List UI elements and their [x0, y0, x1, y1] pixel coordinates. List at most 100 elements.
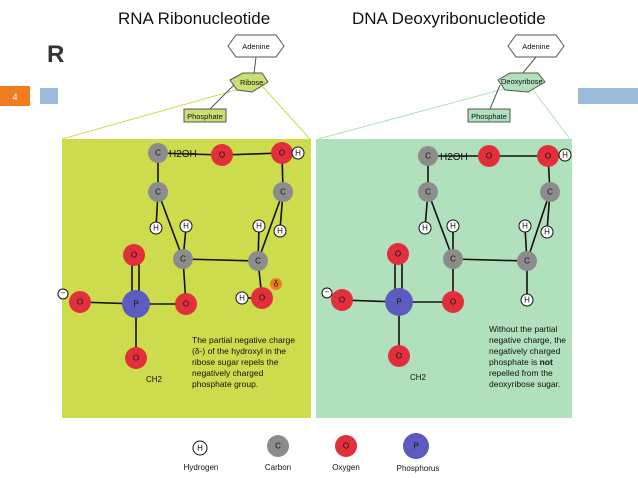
- dna-hydrogen-b: [446, 219, 460, 233]
- dna-note-line-6: deoxyribose sugar.: [489, 379, 560, 389]
- rna-ring-oxygen-label: O: [219, 151, 225, 160]
- rna-delta-charge: [270, 278, 282, 290]
- legend-hydrogen-swatch: [192, 440, 208, 456]
- dna-deoxyribose-sugar: [497, 72, 546, 93]
- rna-note-line-5: phosphate group.: [192, 379, 258, 389]
- rna-hydrogen-oh3: [291, 146, 305, 160]
- rna-phosphate-box: [183, 108, 227, 123]
- dna-hydrogen-b-label: H: [450, 222, 456, 231]
- rna-molecule: C H2OH O O H C C H H H H C C O P O − O O: [57, 142, 305, 384]
- rna-negative-charge-label: −: [61, 289, 66, 298]
- dna-hydrogen-c: [518, 219, 532, 233]
- dna-note-line-2: negative charge, the: [489, 335, 566, 345]
- dna-hydrogen-c-label: H: [522, 222, 528, 231]
- accent-bar-left: [40, 88, 58, 104]
- rna-ring-oxygen: [211, 144, 233, 166]
- dna-phosphate-oxygen-left-label: O: [339, 296, 345, 305]
- legend-phosphorus-swatch: [403, 433, 429, 459]
- rna-carbon-4: [148, 182, 168, 202]
- rna-hydrogen-b: [179, 219, 193, 233]
- legend-hydrogen-label: Hydrogen: [184, 463, 219, 472]
- rna-note-line-1: The partial negative charge: [192, 335, 295, 345]
- rna-oxygen-3-label: O: [279, 149, 285, 158]
- rna-carbon-5-label: C: [155, 149, 161, 158]
- rna-hydrogen-b-label: H: [183, 222, 189, 231]
- rna-oxygen-3: [271, 142, 293, 164]
- dna-note-line-5: repelled from the: [489, 368, 553, 378]
- dna-carbon-3-label: C: [450, 255, 456, 264]
- dna-ring-oxygen: [478, 145, 500, 167]
- dna-deoxyribose-label: Deoxyribose: [501, 77, 543, 86]
- rna-phosphate-oxygen-left-label: O: [77, 298, 83, 307]
- rna-h2oh-label: H2OH: [169, 149, 197, 160]
- rna-ribose-label: Ribose: [240, 78, 263, 87]
- legend-carbon-symbol: C: [275, 442, 281, 451]
- rna-ch2-label: CH2: [146, 375, 163, 384]
- dna-phosphate-oxygen-bottom: [388, 345, 410, 367]
- dna-phosphate-label: Phosphate: [471, 112, 507, 121]
- rna-carbon-3: [173, 249, 193, 269]
- dna-carbon-5-label: C: [425, 152, 431, 161]
- rna-phosphate-oxygen-top: [123, 244, 145, 266]
- rna-adenine-label: Adenine: [242, 42, 270, 51]
- legend-phosphorus-symbol: P: [413, 442, 418, 451]
- rna-hydrogen-a: [149, 221, 163, 235]
- legend-carbon-label: Carbon: [265, 463, 291, 472]
- dna-phosphate-oxygen-bridge: [442, 291, 464, 313]
- dna-note-line-1: Without the partial: [489, 324, 558, 334]
- rna-delta-charge-label: δ: [274, 280, 279, 289]
- partial-heading: R: [47, 41, 64, 68]
- dna-hydrogen-a: [418, 221, 432, 235]
- dna-carbon-1-label: C: [547, 188, 553, 197]
- rna-adenine-base: [227, 34, 285, 58]
- rna-note: The partial negative charge (δ-) of the …: [192, 335, 295, 389]
- rna-carbon-5: [148, 143, 168, 163]
- rna-negative-charge: [57, 288, 69, 300]
- dna-hydrogen-d: [540, 225, 554, 239]
- rna-carbon-3-label: C: [180, 255, 186, 264]
- legend: H Hydrogen C Carbon O Oxygen P Phosphoru…: [184, 433, 439, 473]
- dna-c2-hydrogen-label: H: [524, 296, 530, 305]
- legend-oxygen-label: Oxygen: [332, 463, 360, 472]
- rna-hydroxyl-hydrogen: [235, 291, 249, 305]
- rna-carbon-1: [273, 182, 293, 202]
- rna-hydroxyl-oxygen: [251, 287, 273, 309]
- dna-adenine-base: [507, 34, 565, 58]
- rna-carbon-4-label: C: [155, 188, 161, 197]
- dna-adenine-label: Adenine: [522, 42, 550, 51]
- legend-carbon-swatch: [267, 435, 289, 457]
- dna-phosphorus-label: P: [396, 298, 401, 307]
- rna-hydroxyl-hydrogen-label: H: [239, 294, 245, 303]
- dna-hydrogen-d-label: H: [544, 228, 550, 237]
- dna-note-emphasis: not: [540, 357, 553, 367]
- rna-hydroxyl-oxygen-label: O: [259, 294, 265, 303]
- rna-hydrogen-oh3-label: H: [295, 149, 301, 158]
- rna-title: RNA Ribonucleotide: [118, 9, 270, 28]
- dna-ch2-label: CH2: [410, 373, 427, 382]
- dna-carbon-4: [418, 182, 438, 202]
- legend-oxygen-symbol: O: [343, 442, 349, 451]
- rna-note-line-3: ribose sugar repels the: [192, 357, 279, 367]
- dna-panel: [316, 139, 572, 418]
- dna-carbon-3: [443, 249, 463, 269]
- dna-h2oh-label: H2OH: [440, 152, 468, 163]
- dna-oxygen-3: [537, 145, 559, 167]
- dna-carbon-5: [418, 146, 438, 166]
- dna-phosphorus: [385, 288, 413, 316]
- rna-phosphate-oxygen-top-label: O: [131, 251, 137, 260]
- rna-hydrogen-d: [273, 224, 287, 238]
- rna-hydrogen-c: [252, 219, 266, 233]
- rna-hydrogen-d-label: H: [277, 227, 283, 236]
- dna-carbon-1: [540, 182, 560, 202]
- rna-phosphorus: [122, 290, 150, 318]
- rna-carbon-2: [248, 251, 268, 271]
- dna-phosphate-oxygen-left: [331, 289, 353, 311]
- rna-phosphate-label: Phosphate: [187, 112, 223, 121]
- dna-phosphate-oxygen-bottom-label: O: [396, 352, 402, 361]
- rna-panel: [62, 139, 311, 418]
- rna-hydrogen-a-label: H: [153, 224, 159, 233]
- rna-nucleotide-icon: Adenine Ribose Phosphate: [183, 34, 285, 123]
- slide-number-box: [0, 86, 30, 106]
- rna-phosphate-oxygen-bridge-label: O: [183, 300, 189, 309]
